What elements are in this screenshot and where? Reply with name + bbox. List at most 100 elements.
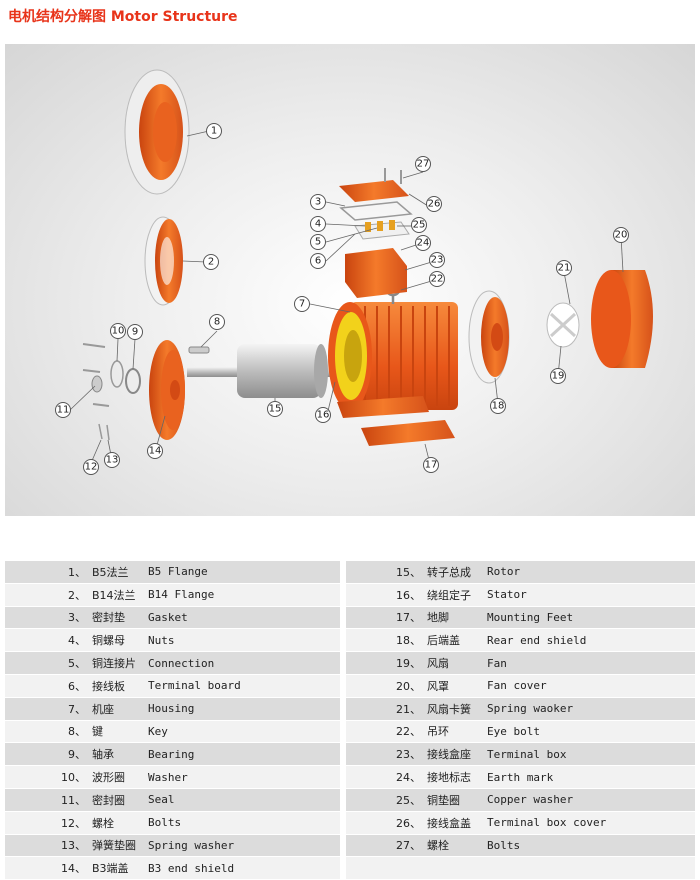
part-name-english: Mounting Feet xyxy=(487,606,695,630)
callout-7: 7 xyxy=(294,296,310,312)
svg-text:3: 3 xyxy=(315,197,321,208)
part-number: 5、 xyxy=(5,651,92,675)
svg-text:20: 20 xyxy=(615,230,628,241)
svg-text:10: 10 xyxy=(112,326,125,337)
page-title: 电机结构分解图 Motor Structure xyxy=(8,6,238,26)
part-name-chinese: 风扇 xyxy=(427,651,487,675)
part-name-chinese: B5法兰 xyxy=(92,561,148,584)
part-name-english: Housing xyxy=(148,697,340,721)
svg-text:4: 4 xyxy=(315,219,321,230)
part-name-english: Spring washer xyxy=(148,834,340,858)
svg-text:1: 1 xyxy=(211,126,217,137)
part-name-english: Bolts xyxy=(148,811,340,835)
part-name-chinese: 机座 xyxy=(92,697,148,721)
part-name-chinese: 转子总成 xyxy=(427,561,487,584)
callout-19: 19 xyxy=(550,368,566,384)
callout-15: 15 xyxy=(267,401,283,417)
part-number: 3、 xyxy=(5,606,92,630)
terminal-board xyxy=(354,220,410,240)
column-divider xyxy=(340,834,346,858)
part-number: 20、 xyxy=(346,674,427,698)
part-name-english: B14 Flange xyxy=(148,583,340,607)
part-name-english: Terminal board xyxy=(148,674,340,698)
callout-17: 17 xyxy=(423,457,439,473)
part-name-english: Connection xyxy=(148,651,340,675)
part-number: 22、 xyxy=(346,720,427,744)
part-number: 17、 xyxy=(346,606,427,630)
callout-24: 24 xyxy=(415,235,431,251)
b14-flange xyxy=(144,216,183,306)
part-name-chinese: 接线盒座 xyxy=(427,742,487,767)
callout-5: 5 xyxy=(310,234,326,250)
part-name-english: Fan cover xyxy=(487,674,695,698)
part-name-chinese: 后端盖 xyxy=(427,628,487,653)
part-name-english: Eye bolt xyxy=(487,720,695,744)
part-name-chinese: 接线板 xyxy=(92,674,148,698)
svg-text:25: 25 xyxy=(413,220,426,231)
part-number: 6、 xyxy=(5,674,92,698)
part-name-chinese xyxy=(427,856,487,880)
part-name-chinese: 绕组定子 xyxy=(427,583,487,607)
part-number: 24、 xyxy=(346,765,427,789)
part-name-english: Stator xyxy=(487,583,695,607)
part-name-english: Nuts xyxy=(148,628,340,653)
housing-stator xyxy=(328,302,458,410)
part-name-chinese: 地脚 xyxy=(427,606,487,630)
svg-text:24: 24 xyxy=(417,238,430,249)
b3-end-shield xyxy=(149,340,185,440)
svg-text:12: 12 xyxy=(85,462,98,473)
part-name-english: Fan xyxy=(487,651,695,675)
part-name-chinese: 键 xyxy=(92,720,148,744)
svg-text:17: 17 xyxy=(425,460,438,471)
callout-1: 1 xyxy=(206,123,222,139)
svg-text:19: 19 xyxy=(552,371,565,382)
svg-text:22: 22 xyxy=(431,274,444,285)
column-divider xyxy=(340,561,346,584)
column-divider xyxy=(340,651,346,675)
svg-text:21: 21 xyxy=(558,263,571,274)
small-parts-left xyxy=(82,343,141,441)
part-name-chinese: 轴承 xyxy=(92,742,148,767)
b5-flange xyxy=(124,69,190,195)
callout-27: 27 xyxy=(415,156,431,172)
column-divider xyxy=(340,811,346,835)
svg-text:13: 13 xyxy=(106,455,119,466)
part-name-chinese: 密封垫 xyxy=(92,606,148,630)
column-divider xyxy=(340,697,346,721)
part-number: 15、 xyxy=(346,561,427,584)
part-number: 13、 xyxy=(5,834,92,858)
part-number xyxy=(346,856,427,880)
callout-10: 10 xyxy=(110,323,126,339)
callout-25: 25 xyxy=(411,217,427,233)
part-name-english: Bearing xyxy=(148,742,340,767)
svg-text:11: 11 xyxy=(57,405,70,416)
part-name-english: Earth mark xyxy=(487,765,695,789)
gasket xyxy=(339,201,413,221)
leader-lines xyxy=(69,130,624,465)
callout-23: 23 xyxy=(429,252,445,268)
part-name-english xyxy=(487,856,695,880)
callout-26: 26 xyxy=(426,196,442,212)
part-name-chinese: 吊环 xyxy=(427,720,487,744)
part-name-chinese: 铜连接片 xyxy=(92,651,148,675)
callout-18: 18 xyxy=(490,398,506,414)
callout-6: 6 xyxy=(310,253,326,269)
column-divider xyxy=(340,583,346,607)
part-name-chinese: B14法兰 xyxy=(92,583,148,607)
exploded-motor-drawing: 1 2 3 4 5 6 7 8 9 10 11 12 13 14 15 16 1… xyxy=(55,69,653,475)
part-number: 11、 xyxy=(5,788,92,812)
svg-text:26: 26 xyxy=(428,199,441,210)
part-number: 27、 xyxy=(346,834,427,858)
svg-text:8: 8 xyxy=(214,317,220,328)
part-number: 19、 xyxy=(346,651,427,675)
part-number: 1、 xyxy=(5,561,92,584)
callout-12: 12 xyxy=(83,459,99,475)
fan xyxy=(546,302,580,348)
part-name-english: Rotor xyxy=(487,561,695,584)
column-divider xyxy=(340,788,346,812)
